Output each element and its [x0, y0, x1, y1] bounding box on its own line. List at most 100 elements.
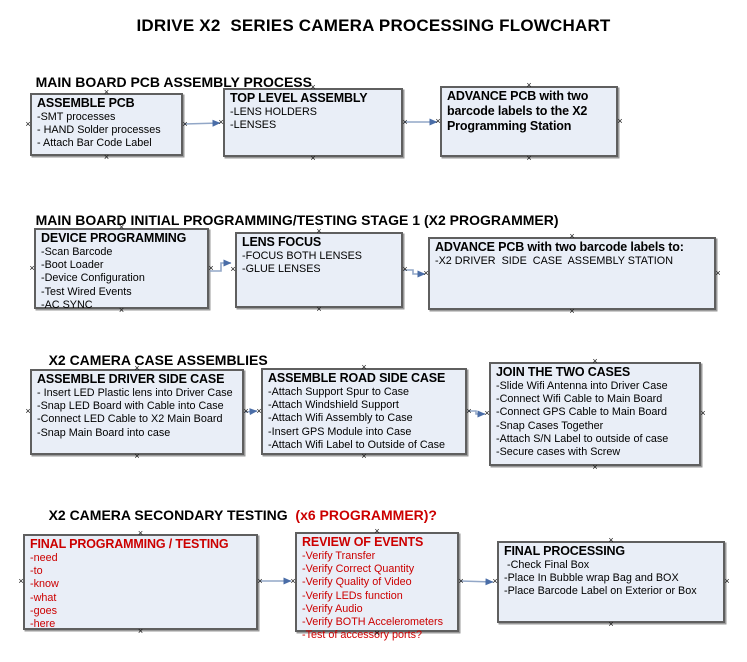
connector-anchor-icon[interactable]: [256, 577, 264, 586]
connector-anchor-icon[interactable]: [181, 120, 189, 129]
box-item: -LENSES: [230, 119, 277, 132]
box-item: -Attach Wifi Label to Outside of Case: [268, 438, 446, 451]
flow-box-advance-pcb-driver-side-station[interactable]: ADVANCE PCB with two barcode labels to: …: [428, 237, 716, 310]
connector-anchor-icon[interactable]: [434, 117, 442, 126]
box-item: -Place Barcode Label on Exterior or Box: [504, 585, 697, 598]
connector-anchor-icon[interactable]: [525, 81, 533, 90]
box-items: -Scan Barcode-Boot Loader-Device Configu…: [41, 246, 203, 312]
box-title: REVIEW OF EVENTS: [302, 535, 424, 549]
connector-arrow[interactable]: [183, 119, 221, 127]
box-item: - Attach Bar Code Label: [37, 137, 152, 150]
connector-anchor-icon[interactable]: [229, 265, 237, 274]
connector-anchor-icon[interactable]: [133, 452, 141, 461]
flow-box-join-the-two-cases[interactable]: JOIN THE TWO CASES -Slide Wifi Antenna i…: [489, 362, 701, 466]
box-item: -Attach Windshield Support: [268, 399, 399, 412]
connector-anchor-icon[interactable]: [137, 529, 145, 538]
box-title: ADVANCE PCB with two barcode labels to:: [435, 240, 684, 254]
box-title: ASSEMBLE DRIVER SIDE CASE: [37, 372, 225, 386]
connector-anchor-icon[interactable]: [360, 452, 368, 461]
connector-anchor-icon[interactable]: [465, 407, 473, 416]
flow-box-final-processing[interactable]: FINAL PROCESSING -Check Final Box -Place …: [497, 541, 725, 623]
section-heading-text: MAIN BOARD INITIAL PROGRAMMING/TESTING S…: [35, 212, 559, 228]
connector-anchor-icon[interactable]: [714, 269, 722, 278]
connector-anchor-icon[interactable]: [607, 620, 615, 629]
connector-anchor-icon[interactable]: [289, 577, 297, 586]
box-item: -Connect Wifi Cable to Main Board: [496, 393, 663, 406]
flow-box-advance-pcb-programming-station[interactable]: ADVANCE PCB with two barcode labels to t…: [440, 86, 618, 157]
connector-anchor-icon[interactable]: [373, 629, 381, 638]
connector-anchor-icon[interactable]: [699, 409, 707, 418]
box-item: -LENS HOLDERS: [230, 106, 317, 118]
connector-anchor-icon[interactable]: [401, 265, 409, 274]
box-item: -Connect GPS Cable to Main Board: [496, 406, 668, 419]
connector-anchor-icon[interactable]: [607, 536, 615, 545]
connector-anchor-icon[interactable]: [568, 232, 576, 241]
box-title: FINAL PROGRAMMING / TESTING: [30, 537, 229, 551]
box-item: -Check Final Box: [504, 559, 590, 571]
connector-anchor-icon[interactable]: [24, 407, 32, 416]
connector-anchor-icon[interactable]: [422, 269, 430, 278]
flow-box-device-programming[interactable]: DEVICE PROGRAMMING -Scan Barcode-Boot Lo…: [34, 228, 209, 312]
connector-anchor-icon[interactable]: [457, 577, 465, 586]
connector-anchor-icon[interactable]: [118, 223, 126, 232]
box-item: -Device Configuration: [41, 272, 145, 285]
box-item: -goes: [30, 604, 58, 617]
flow-box-assemble-driver-side-case[interactable]: ASSEMBLE DRIVER SIDE CASE - Insert LED P…: [30, 369, 244, 455]
connector-anchor-icon[interactable]: [360, 363, 368, 372]
connector-anchor-icon[interactable]: [491, 577, 499, 586]
flow-box-lens-focus[interactable]: LENS FOCUS -FOCUS BOTH LENSES-GLUE LENSE…: [235, 232, 403, 308]
box-item: -Verify Quality of Video: [302, 576, 412, 589]
connector-anchor-icon[interactable]: [133, 364, 141, 373]
connector-anchor-icon[interactable]: [17, 577, 25, 586]
flow-box-assemble-road-side-case[interactable]: ASSEMBLE ROAD SIDE CASE -Attach Support …: [261, 368, 467, 455]
box-items: -LENS HOLDERS-LENSES: [230, 106, 397, 132]
box-title: TOP LEVEL ASSEMBLY: [230, 91, 368, 105]
box-item: -Boot Loader: [41, 259, 104, 272]
connector-anchor-icon[interactable]: [591, 357, 599, 366]
box-item: -what: [30, 591, 57, 604]
connector-anchor-icon[interactable]: [616, 117, 624, 126]
box-item: -GLUE LENSES: [242, 263, 321, 276]
connector-anchor-icon[interactable]: [242, 407, 250, 416]
connector-anchor-icon[interactable]: [24, 120, 32, 129]
flow-box-top-level-assembly[interactable]: TOP LEVEL ASSEMBLY -LENS HOLDERS-LENSES: [223, 88, 403, 157]
connector-anchor-icon[interactable]: [137, 627, 145, 636]
connector-anchor-icon[interactable]: [309, 83, 317, 92]
box-item: -Verify Transfer: [302, 550, 376, 562]
connector-anchor-icon[interactable]: [591, 463, 599, 472]
connector-anchor-icon[interactable]: [103, 88, 111, 97]
connector-anchor-icon[interactable]: [255, 407, 263, 416]
box-item: -Verify BOTH Accelerometers: [302, 616, 443, 629]
connector-anchor-icon[interactable]: [373, 527, 381, 536]
box-item: -Scan Barcode: [41, 246, 113, 258]
connector-anchor-icon[interactable]: [118, 306, 126, 315]
box-item: -Snap Cases Together: [496, 419, 604, 432]
connector-anchor-icon[interactable]: [315, 227, 323, 236]
box-title: LENS FOCUS: [242, 235, 322, 249]
flow-box-review-of-events[interactable]: REVIEW OF EVENTS -Verify Transfer-Verify…: [295, 532, 459, 641]
section-heading-text: X2 CAMERA SECONDARY TESTING: [48, 507, 292, 523]
connector-anchor-icon[interactable]: [483, 409, 491, 418]
box-item: -Verify Correct Quantity: [302, 563, 415, 576]
connector-anchor-icon[interactable]: [568, 307, 576, 316]
connector-anchor-icon[interactable]: [103, 153, 111, 162]
connector-anchor-icon[interactable]: [315, 305, 323, 314]
section-heading-red-text: (x6 PROGRAMMER)?: [291, 507, 437, 523]
page-title: IDRIVE X2 SERIES CAMERA PROCESSING FLOWC…: [136, 16, 611, 35]
box-item: -Secure cases with Screw: [496, 446, 621, 459]
connector-anchor-icon[interactable]: [401, 118, 409, 127]
flow-box-final-programming-testing[interactable]: FINAL PROGRAMMING / TESTING -need-to-kno…: [23, 534, 258, 630]
box-items: -Slide Wifi Antenna into Driver Case-Con…: [496, 380, 695, 459]
connector-anchor-icon[interactable]: [723, 577, 731, 586]
flow-box-assemble-pcb[interactable]: ASSEMBLE PCB -SMT processes- HAND Solder…: [30, 93, 183, 156]
box-item: -SMT processes: [37, 111, 116, 123]
section-heading-pcb-assembly: MAIN BOARD PCB ASSEMBLY PROCESS: [20, 58, 312, 106]
connector-anchor-icon[interactable]: [309, 154, 317, 163]
connector-anchor-icon[interactable]: [207, 264, 215, 273]
connector-anchor-icon[interactable]: [525, 154, 533, 163]
box-item: -here: [30, 618, 56, 631]
connector-anchor-icon[interactable]: [217, 118, 225, 127]
box-title: FINAL PROCESSING: [504, 544, 625, 558]
box-title: ADVANCE PCB with two barcode labels to t…: [447, 89, 589, 133]
connector-anchor-icon[interactable]: [28, 264, 36, 273]
